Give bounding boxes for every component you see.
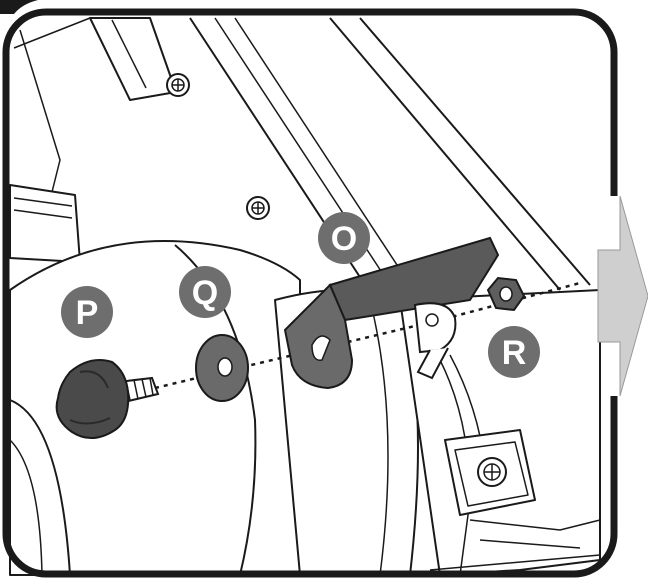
callout-q: Q xyxy=(179,266,231,318)
callout-r: R xyxy=(488,326,540,378)
callout-q-text: Q xyxy=(192,274,218,312)
callout-o-text: O xyxy=(331,220,357,258)
callout-o: O xyxy=(318,212,370,264)
callout-p: P xyxy=(61,286,113,338)
assembly-axis-line xyxy=(154,281,581,390)
part-o-bracket xyxy=(283,236,500,390)
part-q-washer xyxy=(195,334,249,402)
motor-housing xyxy=(9,240,301,576)
callout-p-text: P xyxy=(76,294,99,332)
rail-screw-top xyxy=(166,73,190,97)
part-p-knob-bolt xyxy=(55,359,160,439)
clamp-screw xyxy=(477,457,507,487)
part-r-hex-nut xyxy=(486,276,526,312)
rail-screw-middle xyxy=(246,196,270,220)
corner-tab xyxy=(0,0,38,14)
callout-r-text: R xyxy=(502,334,527,372)
left-bracket-plate xyxy=(9,184,81,263)
